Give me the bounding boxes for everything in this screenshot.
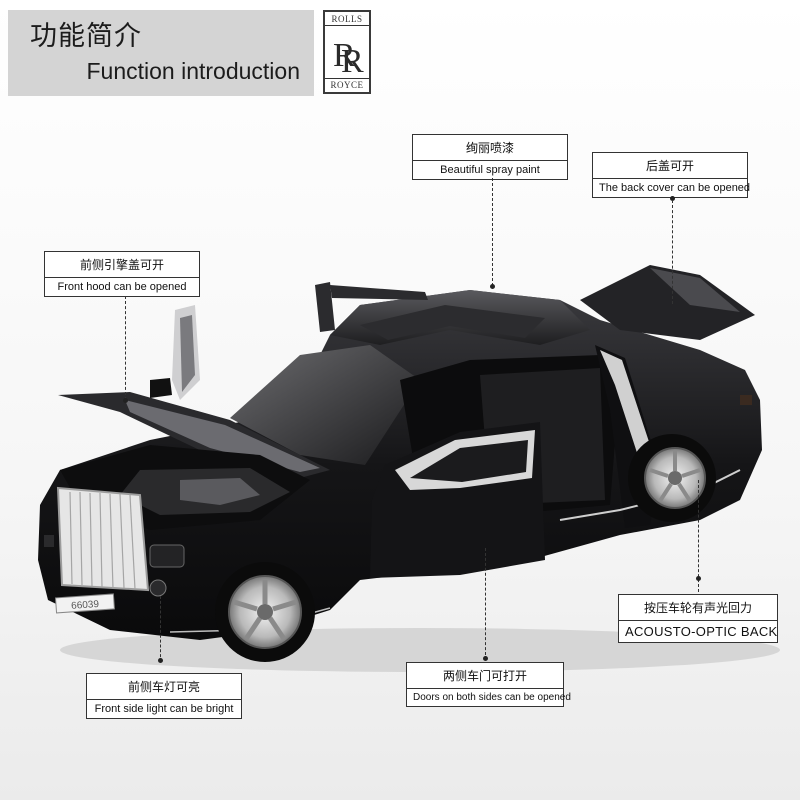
title-chinese: 功能简介 bbox=[30, 21, 142, 52]
leader-line-back-cover bbox=[672, 200, 673, 304]
callout-doors: 两侧车门可打开 Doors on both sides can be opene… bbox=[406, 662, 571, 707]
car-upper-door-frame-bar bbox=[330, 285, 428, 300]
leader-dot-acousto-optic bbox=[696, 576, 701, 581]
car-headlight bbox=[149, 544, 185, 568]
leader-line-spray-paint bbox=[492, 178, 493, 286]
callout-front-light-en: Front side light can be bright bbox=[94, 703, 234, 715]
svg-text:R: R bbox=[341, 43, 364, 78]
car-taillight bbox=[740, 395, 752, 405]
callout-doors-cn: 两侧车门可打开 bbox=[407, 667, 563, 689]
logo-top-text: ROLLS bbox=[325, 14, 369, 26]
leader-dot-spray-paint bbox=[490, 284, 495, 289]
callout-spray-paint: 绚丽喷漆 Beautiful spray paint bbox=[412, 134, 568, 180]
car-rear-door-chrome bbox=[600, 350, 655, 462]
callout-back-cover-en: The back cover can be opened bbox=[599, 182, 751, 194]
callout-front-light: 前侧车灯可亮 Front side light can be bright bbox=[86, 673, 242, 719]
callout-front-light-cn: 前侧车灯可亮 bbox=[87, 678, 241, 700]
callout-front-hood-en: Front hood can be opened bbox=[57, 281, 187, 293]
rolls-royce-logo: ROLLS R R ROYCE bbox=[323, 10, 371, 94]
car-upper-door-frame bbox=[315, 282, 335, 332]
car-side-mirror bbox=[150, 378, 172, 398]
callout-front-hood-cn: 前侧引擎盖可开 bbox=[45, 256, 199, 278]
car-sunroof bbox=[360, 305, 545, 340]
leader-dot-front-hood bbox=[123, 398, 128, 403]
leader-dot-back-cover-top bbox=[670, 196, 675, 201]
car-engine-detail bbox=[180, 478, 260, 505]
leader-line-doors bbox=[485, 548, 486, 660]
svg-text:R: R bbox=[333, 37, 356, 74]
car-hood-highlight bbox=[125, 400, 320, 472]
leader-dot-doors bbox=[483, 656, 488, 661]
car-front-door-glass bbox=[180, 315, 195, 392]
callout-back-cover: 后盖可开 The back cover can be opened bbox=[592, 152, 751, 198]
logo-monogram: R R bbox=[333, 37, 364, 78]
leader-line-front-light bbox=[160, 596, 161, 662]
license-plate-text: 66039 bbox=[71, 599, 100, 612]
title-block: 功能简介 Function introduction bbox=[8, 10, 314, 96]
callout-spray-paint-cn: 绚丽喷漆 bbox=[413, 139, 567, 161]
car-rear-wheel bbox=[628, 434, 716, 522]
callout-acousto-optic-en: ACOUSTO-OPTIC BACK bbox=[625, 624, 778, 639]
car-grille-bars bbox=[69, 491, 136, 590]
car-front-wheel bbox=[215, 562, 315, 662]
callout-back-cover-cn: 后盖可开 bbox=[593, 157, 747, 179]
car-left-light bbox=[44, 535, 54, 547]
leader-line-front-hood bbox=[125, 296, 126, 400]
callout-acousto-optic-cn: 按压车轮有声光回力 bbox=[619, 599, 777, 621]
leader-line-acousto-optic bbox=[698, 480, 699, 592]
leader-dot-front-light bbox=[158, 658, 163, 663]
car-license-plate: 66039 bbox=[54, 593, 115, 614]
logo-bottom-text: ROYCE bbox=[325, 78, 369, 90]
callout-spray-paint-en: Beautiful spray paint bbox=[440, 164, 540, 176]
callout-doors-en: Doors on both sides can be opened bbox=[413, 692, 571, 703]
callout-front-hood: 前侧引擎盖可开 Front hood can be opened bbox=[44, 251, 200, 297]
title-english: Function introduction bbox=[86, 58, 300, 84]
callout-acousto-optic: 按压车轮有声光回力 ACOUSTO-OPTIC BACK bbox=[618, 594, 778, 643]
car-open-trunk-lid bbox=[580, 265, 755, 340]
car-open-door-window bbox=[410, 440, 528, 482]
car-windshield bbox=[230, 345, 420, 465]
car-fog-light bbox=[149, 579, 167, 597]
